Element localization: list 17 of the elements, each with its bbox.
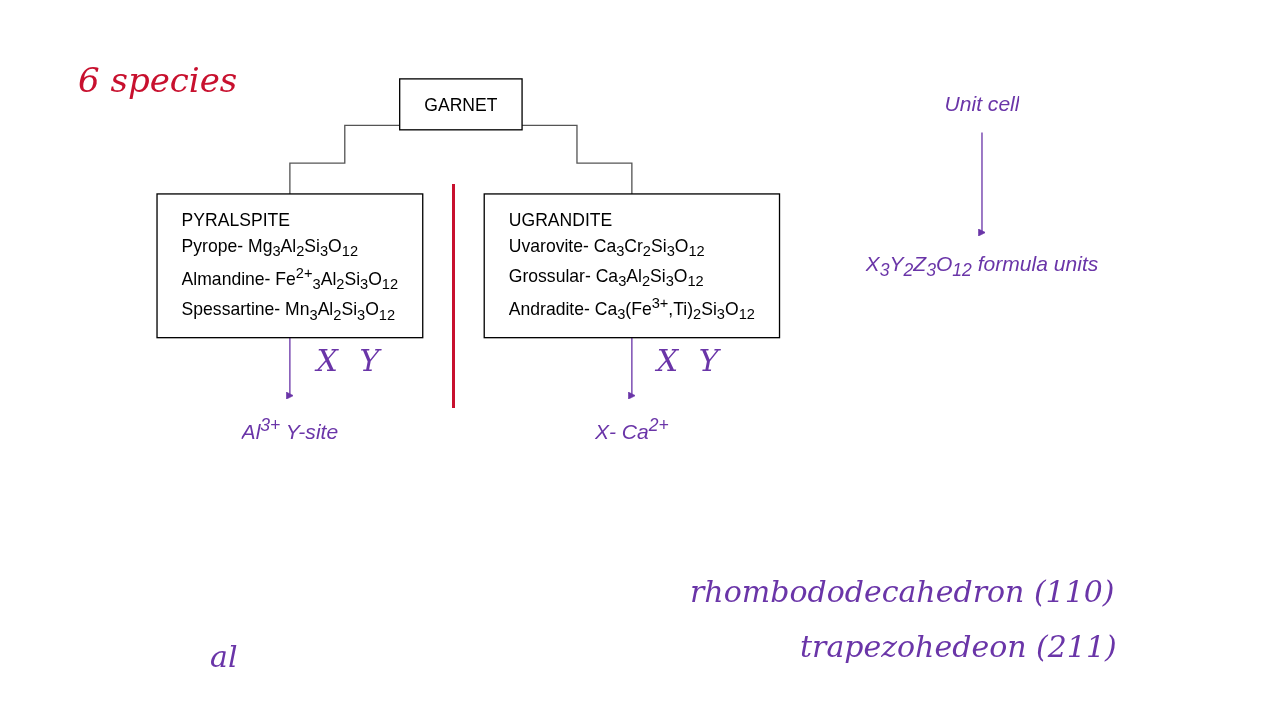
arrow bbox=[286, 337, 294, 400]
handwritten-note: al bbox=[210, 640, 238, 673]
arrow bbox=[978, 131, 986, 237]
node-text: Unit cell bbox=[944, 92, 1020, 116]
node-text: X$_{3}$Y$_{2}$Z$_{3}$O$_{12}$ formula units bbox=[865, 251, 1099, 280]
handwritten-note: trapezohedeon (211) bbox=[800, 630, 1117, 663]
node-text: X- Ca$^{2+}$ bbox=[594, 414, 669, 444]
handwritten-note: rhombododecahedron (110) bbox=[690, 575, 1115, 608]
site-letter: Y bbox=[359, 343, 380, 377]
node-box: GARNET bbox=[399, 78, 523, 131]
handwritten-note: 6 species bbox=[78, 62, 238, 100]
site-letter: Y bbox=[698, 343, 719, 377]
site-letter: X bbox=[316, 343, 338, 377]
arrow bbox=[628, 337, 636, 400]
node-box: UGRANDITE Uvarovite- Ca$_{3}$Cr$_{2}$Si$_{3}$O$_{12}$ Grossular- Ca$_{3}$Al$_{2}$Si$_{3}$O$_{12}$ Andradite- Ca$_{3}$(Fe$^{3+}$,Ti)$_{2}$Si$_{3}$O$_{12}$ bbox=[483, 193, 781, 339]
site-letter: X bbox=[656, 343, 679, 377]
node-box: PYRALSPITE Pyrope- Mg$_{3}$Al$_{2}$Si$_{3}$O$_{12}$ Almandine- Fe$^{2+}$$_{3}$Al$_{2}$Si$_{3}$O$_{12}$ Spessartine- Mn$_{3}$Al$_{2}$Si$_{3}$O$_{12}$ bbox=[156, 193, 424, 339]
